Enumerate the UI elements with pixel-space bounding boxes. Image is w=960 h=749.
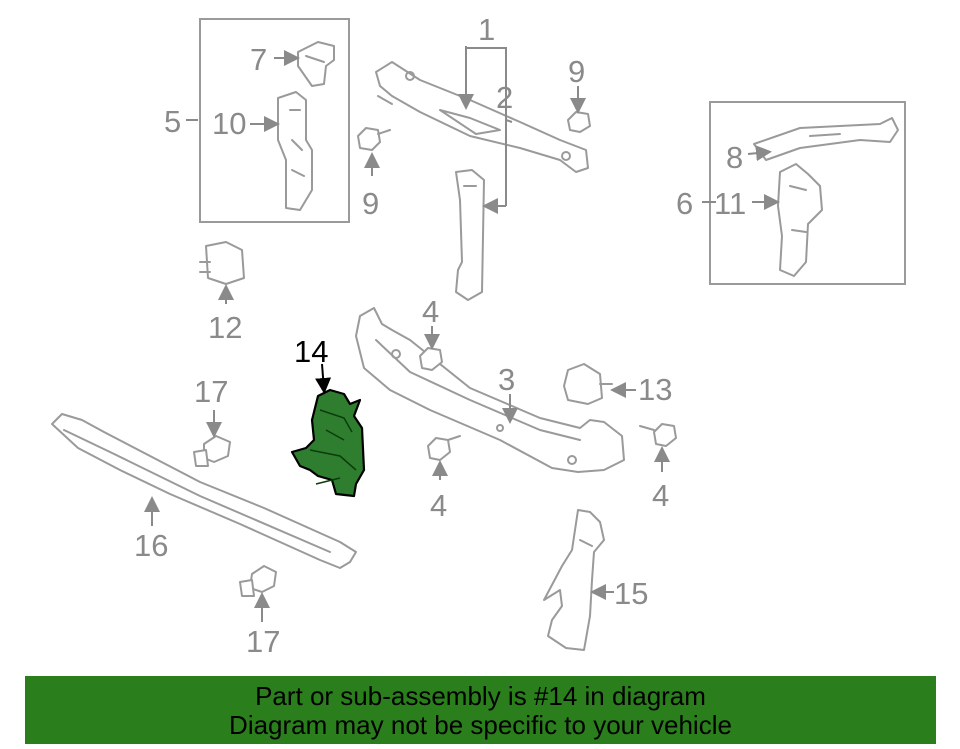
bolt-9-left (357, 127, 391, 151)
callout-15: 15 (614, 576, 648, 611)
banner-line-1: Part or sub-assembly is #14 in diagram (255, 681, 706, 711)
callout-9-right: 9 (568, 54, 585, 89)
callout-1: 1 (478, 12, 495, 47)
callout-2: 2 (496, 80, 513, 115)
callout-4-right: 4 (652, 478, 669, 513)
callout-13: 13 (638, 372, 672, 407)
part-3-lower-support (355, 307, 625, 473)
banner-line-2: Diagram may not be specific to your vehi… (229, 710, 732, 740)
callout-14: 14 (294, 334, 328, 369)
part-2-vertical-support (455, 169, 485, 301)
part-10-pillar (277, 91, 313, 211)
callout-17-upper: 17 (194, 374, 228, 409)
callout-17-lower: 17 (246, 624, 280, 659)
part-1-upper-support (375, 61, 589, 173)
callout-11: 11 (714, 186, 746, 221)
callout-9-left: 9 (362, 186, 379, 221)
callout-7: 7 (250, 42, 267, 77)
callout-6: 6 (676, 186, 693, 221)
callout-8: 8 (726, 140, 743, 175)
part-12-mount (199, 241, 245, 285)
part-14-highlighted[interactable] (290, 388, 366, 498)
inset-box-6 (709, 101, 906, 285)
callout-5: 5 (164, 104, 181, 139)
callout-12: 12 (208, 310, 242, 345)
callout-10: 10 (212, 106, 246, 141)
callout-16: 16 (134, 528, 168, 563)
info-banner: Part or sub-assembly is #14 in diagram D… (25, 676, 936, 744)
clip-17-upper (193, 435, 231, 467)
part-7-bracket (297, 41, 335, 87)
part-13-mount (563, 363, 613, 405)
part-11-pillar (777, 163, 823, 277)
part-16-cover (51, 413, 357, 569)
part-15-deflector (543, 509, 605, 651)
callout-4-upper: 4 (422, 294, 439, 329)
part-8-bracket (753, 117, 899, 161)
bolt-4-right (639, 423, 677, 447)
callout-3: 3 (498, 362, 515, 397)
bolt-4-lower (427, 435, 461, 461)
inset-box-5 (199, 18, 350, 223)
clip-17-lower (239, 565, 277, 597)
callout-4-lower: 4 (430, 488, 447, 523)
